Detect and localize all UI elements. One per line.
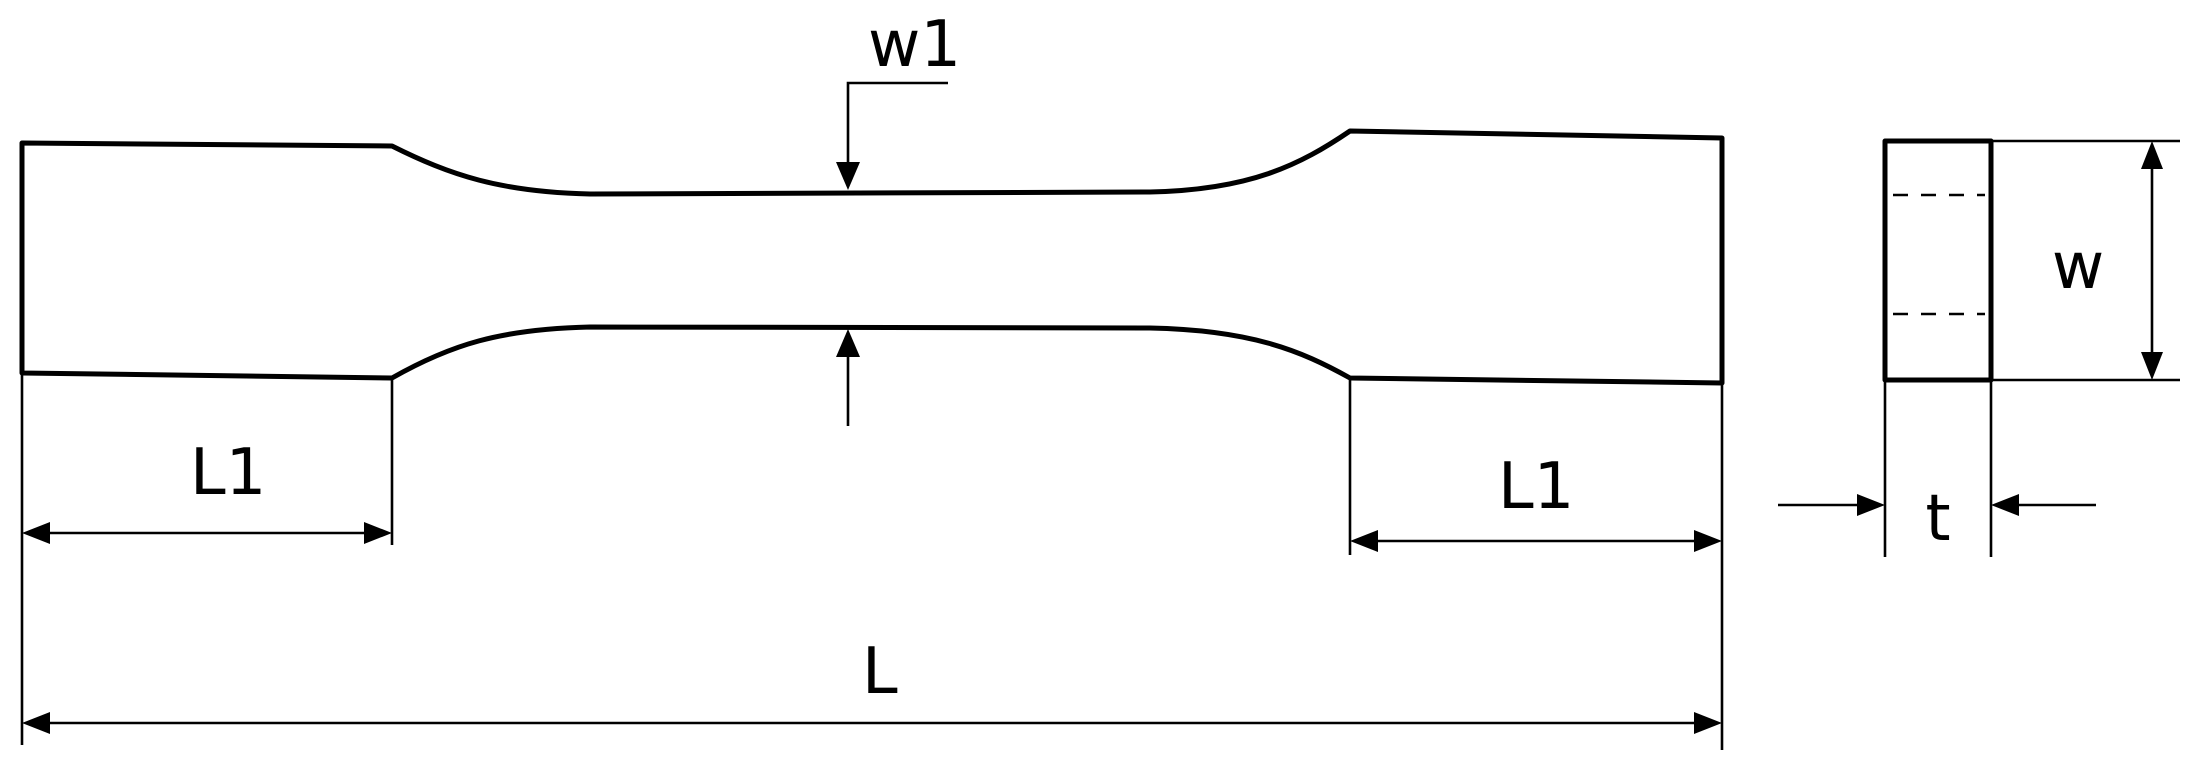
right-l1-arrowhead-right <box>1694 530 1722 552</box>
w1-label: w1 <box>868 8 961 82</box>
w1-top-arrowhead <box>836 162 860 190</box>
left-l1-label: L1 <box>190 436 266 510</box>
w1-bottom-arrowhead <box>836 329 860 357</box>
right-l1-arrowhead-left <box>1350 530 1378 552</box>
total-length-arrowhead-left <box>22 712 50 734</box>
cross-section-outline <box>1882 138 1994 383</box>
right-l1-label: L1 <box>1498 450 1574 524</box>
w-label: w <box>2052 230 2104 304</box>
t-left-arrowhead <box>1857 494 1885 516</box>
w-arrowhead-top <box>2141 141 2163 169</box>
left-l1-arrowhead-left <box>22 522 50 544</box>
total-length-arrowhead-right <box>1694 712 1722 734</box>
t-label: t <box>1925 482 1950 556</box>
specimen-outline <box>19 128 1725 386</box>
total-length-label: L <box>862 635 898 709</box>
w-arrowhead-bottom <box>2141 352 2163 380</box>
left-l1-arrowhead-right <box>364 522 392 544</box>
w1-leader-line <box>846 81 948 164</box>
t-right-arrowhead <box>1991 494 2019 516</box>
